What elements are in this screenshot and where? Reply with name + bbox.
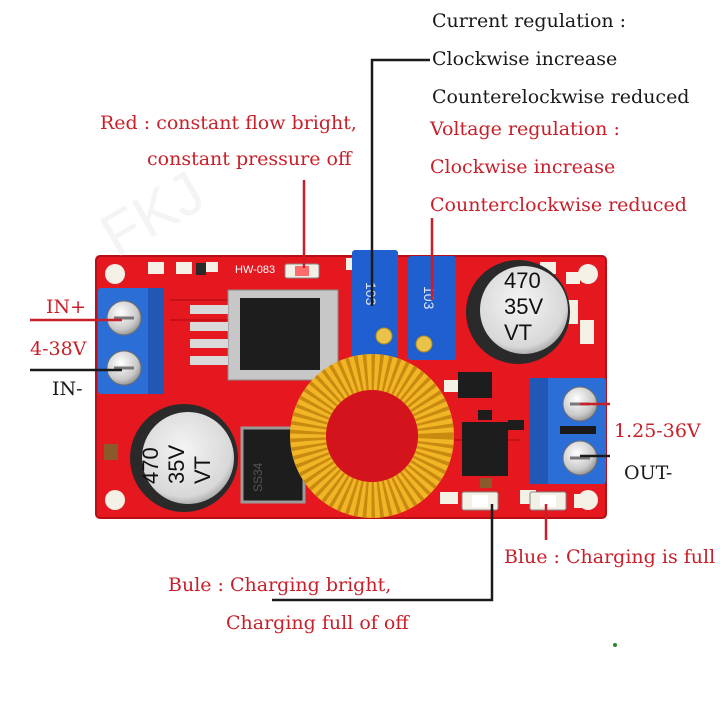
current-clockwise-note: Clockwise increase	[432, 48, 618, 70]
dot-mark	[613, 643, 617, 647]
svg-text:470: 470	[138, 447, 163, 484]
svg-text:VT: VT	[190, 456, 215, 484]
current-regulation-title: Current regulation :	[432, 10, 627, 32]
toroid-inductor	[290, 354, 454, 518]
svg-text:35V: 35V	[164, 445, 189, 484]
control-ic	[462, 422, 508, 476]
output-voltage-range: 1.25-36V	[614, 420, 701, 442]
output-terminal-block	[530, 378, 606, 484]
input-voltage-range: 4-38V	[30, 338, 87, 360]
blue-charging-note-line1: Bule : Charging bright,	[168, 574, 392, 596]
red-led-note-line2: constant pressure off	[147, 148, 352, 170]
svg-text:35V: 35V	[504, 294, 543, 319]
transistor	[458, 372, 492, 398]
leader-lines	[30, 58, 610, 602]
blue-full-note: Blue : Charging is full	[504, 546, 716, 568]
output-negative-label: OUT-	[624, 462, 673, 484]
voltage-clockwise-note: Clockwise increase	[430, 156, 616, 178]
svg-text:VT: VT	[504, 320, 532, 345]
regulator-ic	[190, 289, 339, 381]
red-led-note-line1: Red : constant flow bright,	[100, 112, 357, 134]
svg-text:103: 103	[421, 286, 437, 310]
watermark: FKJ	[89, 158, 215, 269]
voltage-counterclockwise-note: Counterclockwise reduced	[430, 194, 687, 216]
blue-charging-note-line2: Charging full of off	[226, 612, 409, 634]
voltage-regulation-title: Voltage regulation :	[430, 118, 620, 140]
input-terminal-block	[98, 288, 164, 394]
input-negative-label: IN-	[52, 378, 83, 400]
input-positive-label: IN+	[46, 296, 87, 318]
output-capacitor: 470 35V VT	[466, 260, 570, 364]
current-counterclockwise-note: Counterelockwise reduced	[432, 86, 690, 108]
input-capacitor: 470 35V VT	[130, 404, 238, 512]
smd-chip	[196, 263, 206, 275]
svg-text:470: 470	[504, 268, 541, 293]
board-model-label: HW-083	[235, 264, 275, 276]
current-potentiometer: 103	[352, 250, 398, 358]
svg-text:SS34: SS34	[251, 462, 265, 492]
smd-resistor	[104, 444, 118, 460]
